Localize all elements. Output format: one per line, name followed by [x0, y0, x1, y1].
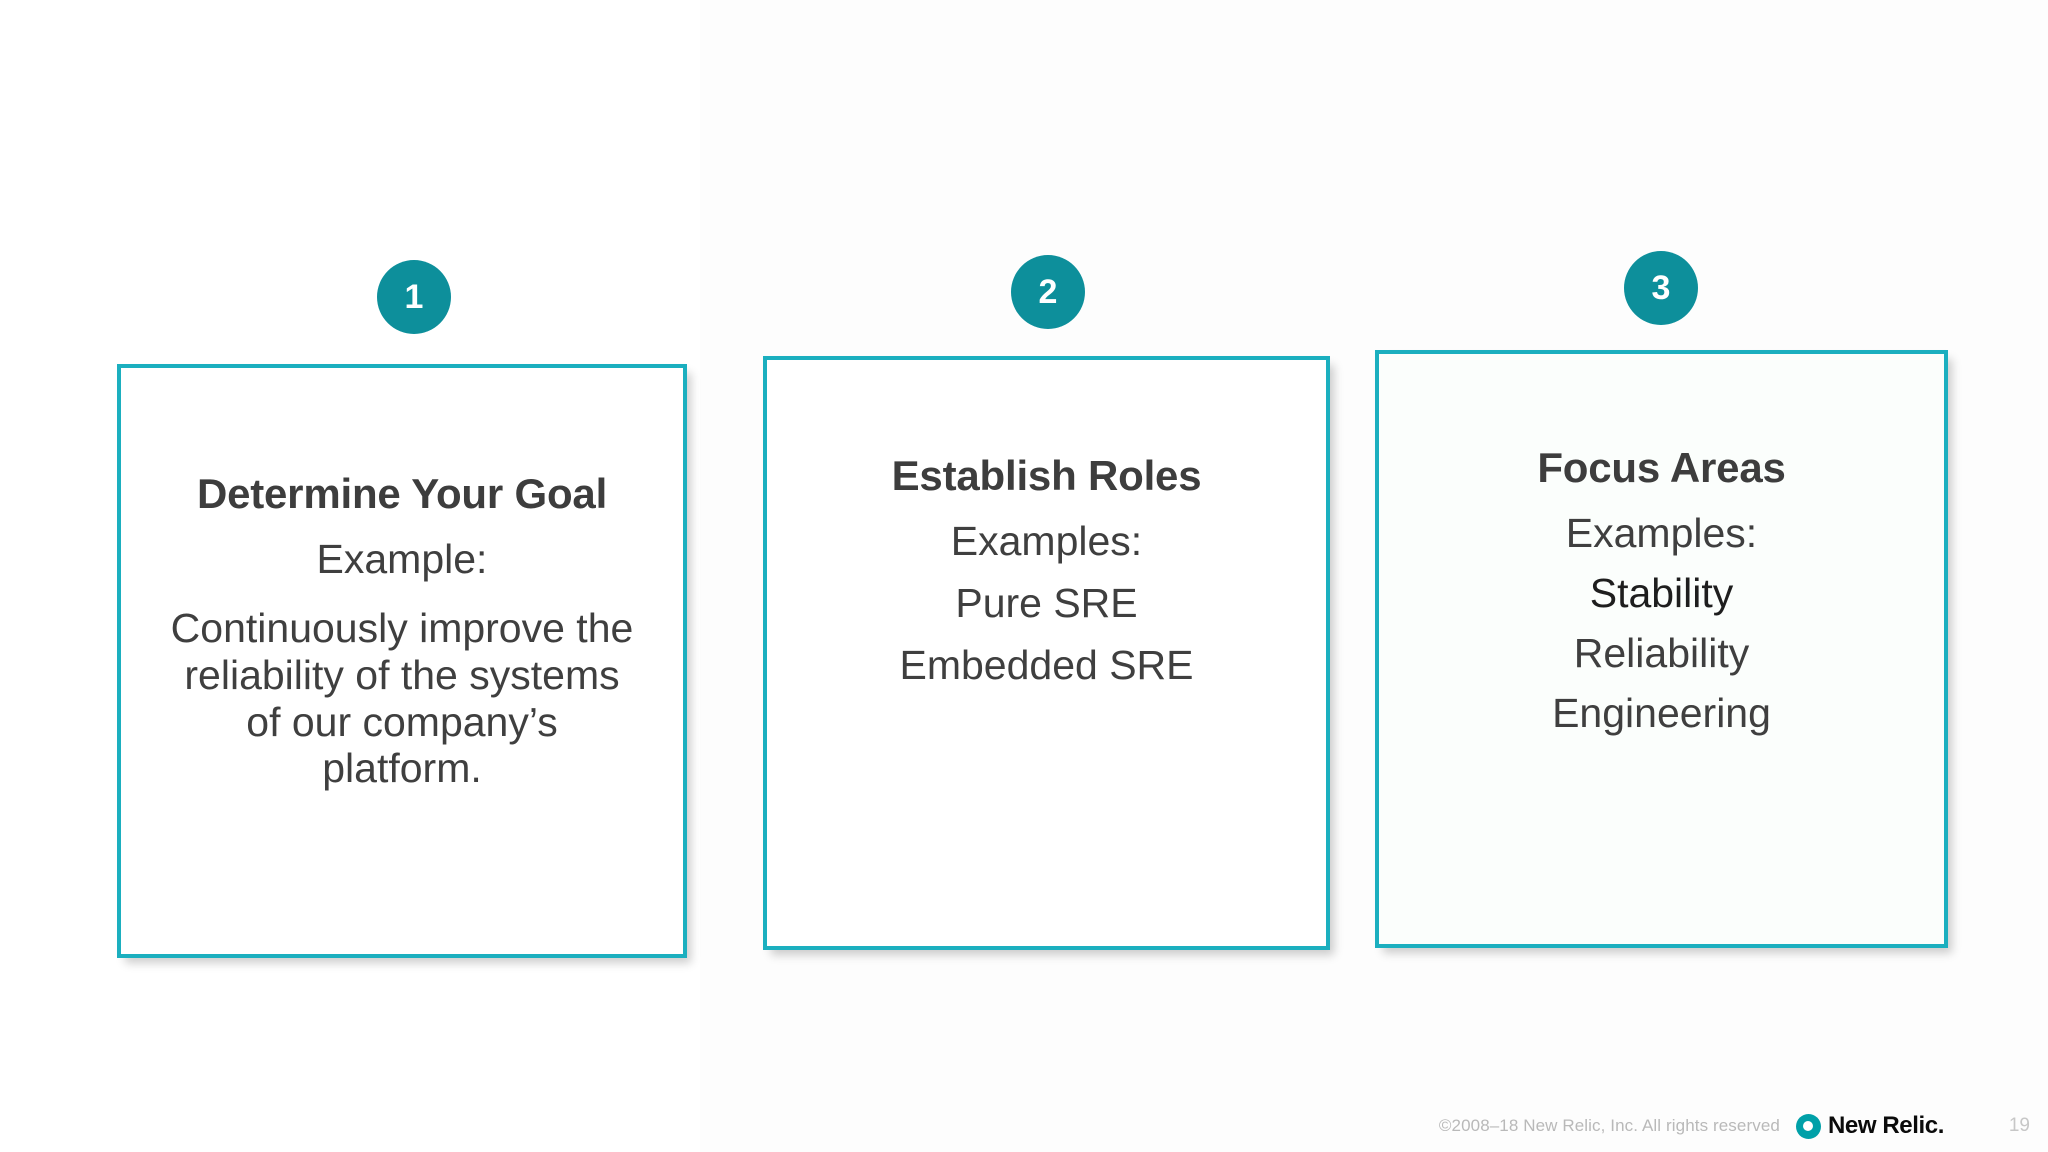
step-badge-3-label: 3: [1651, 269, 1671, 307]
step-card-1-body: Continuously improve the reliability of …: [170, 605, 634, 792]
step-card-2-example-label: Examples:: [950, 518, 1143, 565]
step-badge-3: 3: [1624, 251, 1698, 325]
step-card-2-title: Establish Roles: [891, 452, 1202, 499]
brand-name: New Relic.: [1827, 1112, 1944, 1139]
step-card-2[interactable]: Establish Roles Examples: Pure SRE Embed…: [763, 356, 1330, 950]
step-badge-2-label: 2: [1038, 273, 1058, 311]
step-card-3-item: Stability: [1589, 570, 1734, 617]
step-card-3[interactable]: Focus Areas Examples: Stability Reliabil…: [1375, 350, 1948, 948]
step-card-3-item: Reliability: [1573, 630, 1750, 677]
step-card-1-title: Determine Your Goal: [196, 470, 608, 517]
step-card-3-title: Focus Areas: [1537, 444, 1786, 491]
new-relic-logo: New Relic.: [1795, 1112, 1944, 1140]
step-card-2-item: Pure SRE: [955, 580, 1138, 627]
step-card-1[interactable]: Determine Your Goal Example: Continuousl…: [117, 364, 687, 958]
step-badge-2: 2: [1011, 255, 1085, 329]
step-card-1-example-label: Example:: [316, 536, 488, 583]
step-card-3-example-label: Examples:: [1565, 510, 1758, 557]
page-number: 19: [2008, 1115, 2030, 1136]
slide-footer: ©2008–18 New Relic, Inc. All rights rese…: [0, 1100, 2048, 1152]
copyright-text: ©2008–18 New Relic, Inc. All rights rese…: [1438, 1116, 1780, 1135]
step-badge-1-label: 1: [404, 278, 424, 316]
new-relic-donut-icon: [1795, 1113, 1821, 1139]
step-badge-1: 1: [377, 260, 451, 334]
step-card-2-item: Embedded SRE: [899, 642, 1194, 689]
step-card-3-item: Engineering: [1552, 690, 1771, 737]
